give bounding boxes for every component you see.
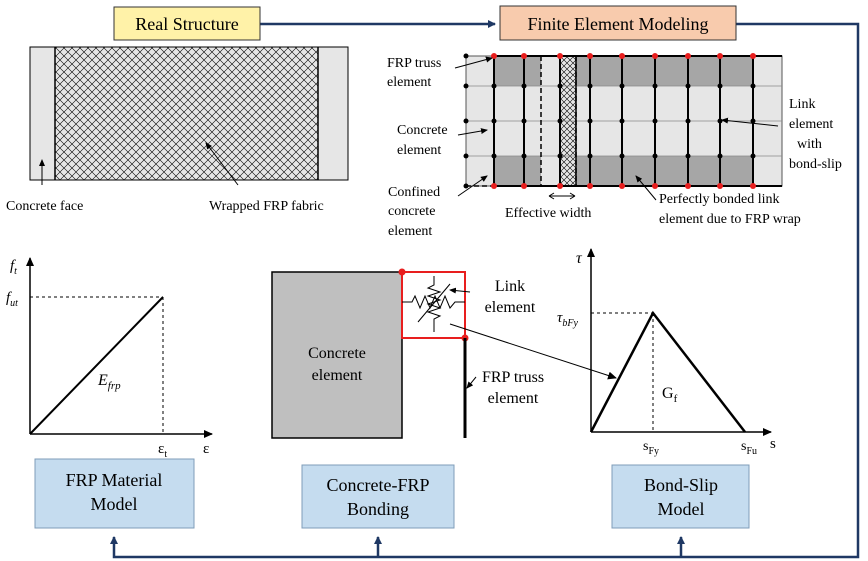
fe-confined-label-2: concrete <box>388 204 435 219</box>
et-label: εt <box>158 441 167 460</box>
link-element-label-1: Link <box>495 278 525 295</box>
tau-axis-label: τ <box>576 250 583 267</box>
tau-bfy-label: τbFy <box>557 310 578 329</box>
bond-slip-label-1: Bond-Slip <box>644 475 718 495</box>
fe-link-label-2: element <box>789 117 833 132</box>
linear-elastic-line <box>29 296 164 435</box>
bond-slip-plot: τ τbFy Gf sFy sFu s <box>557 248 776 457</box>
strain-axis-label: ε <box>203 441 209 457</box>
flow-arrows <box>110 20 860 559</box>
fe-confined-label-3: element <box>388 224 432 239</box>
real-structure-label: Real Structure <box>135 14 238 34</box>
bond-slip-model-box: Bond-Slip Model <box>611 464 750 529</box>
concrete-element-label-1: Concrete <box>308 345 366 362</box>
bonded-link-label-1: Perfectly bonded link <box>659 192 780 207</box>
fe-link-label-1: Link <box>789 97 815 112</box>
fe-concrete-label-2: element <box>397 143 441 158</box>
frp-material-plot: ft fut Efrp εt ε <box>6 257 213 460</box>
fe-nodes <box>463 53 756 189</box>
frp-truss-label-2: element <box>488 390 539 407</box>
bond-slip-label-2: Model <box>658 499 705 519</box>
sfy-label: sFy <box>643 439 659 457</box>
real-structure-box: Real Structure <box>113 6 261 41</box>
bonded-link-label-2: element due to FRP wrap <box>659 212 801 227</box>
fe-concrete-label-1: Concrete <box>397 123 448 138</box>
fe-confined-label-1: Confined <box>388 185 440 200</box>
concrete-element-label-2: element <box>312 367 363 384</box>
fe-red-nodes <box>491 53 756 189</box>
fe-frp-truss-label-2: element <box>387 75 431 90</box>
bonding-label-2: Bonding <box>347 499 409 519</box>
fe-modeling-label: Finite Element Modeling <box>528 14 709 34</box>
fe-link-label-4: bond-slip <box>789 157 842 172</box>
fe-model-grid: FRP truss element Concrete element Confi… <box>387 53 842 239</box>
bilinear-bond-slip-curve <box>589 310 746 433</box>
frp-material-model-label-1: FRP Material <box>66 470 163 490</box>
slip-axis-label: s <box>770 436 776 452</box>
frp-truss-label-1: FRP truss <box>482 369 544 386</box>
concrete-frp-bonding-box: Concrete-FRP Bonding <box>301 464 455 529</box>
bonding-label-1: Concrete-FRP <box>327 475 430 495</box>
link-element-label-2: element <box>485 299 536 316</box>
concrete-face-label: Concrete face <box>6 199 83 214</box>
ft-axis-label: ft <box>10 258 17 277</box>
wrapped-frp-label: Wrapped FRP fabric <box>209 199 324 214</box>
fe-frp-truss-label-1: FRP truss <box>387 56 441 71</box>
fe-link-label-3: with <box>797 137 822 152</box>
fe-modeling-box: Finite Element Modeling <box>499 5 737 41</box>
fut-label: fut <box>6 290 18 309</box>
frp-material-model-label-2: Model <box>91 494 138 514</box>
frp-material-model-box: FRP Material Model <box>34 458 195 529</box>
efrp-label: Efrp <box>97 372 121 392</box>
gf-label: Gf <box>662 385 678 405</box>
bonding-sketch: Concrete element Link element FRP truss … <box>271 268 617 439</box>
real-structure-sketch: Concrete face Wrapped FRP fabric <box>6 46 349 214</box>
sfu-label: sFu <box>741 439 757 457</box>
effective-width-label: Effective width <box>505 206 591 221</box>
wrapped-frp-leader <box>205 142 239 186</box>
